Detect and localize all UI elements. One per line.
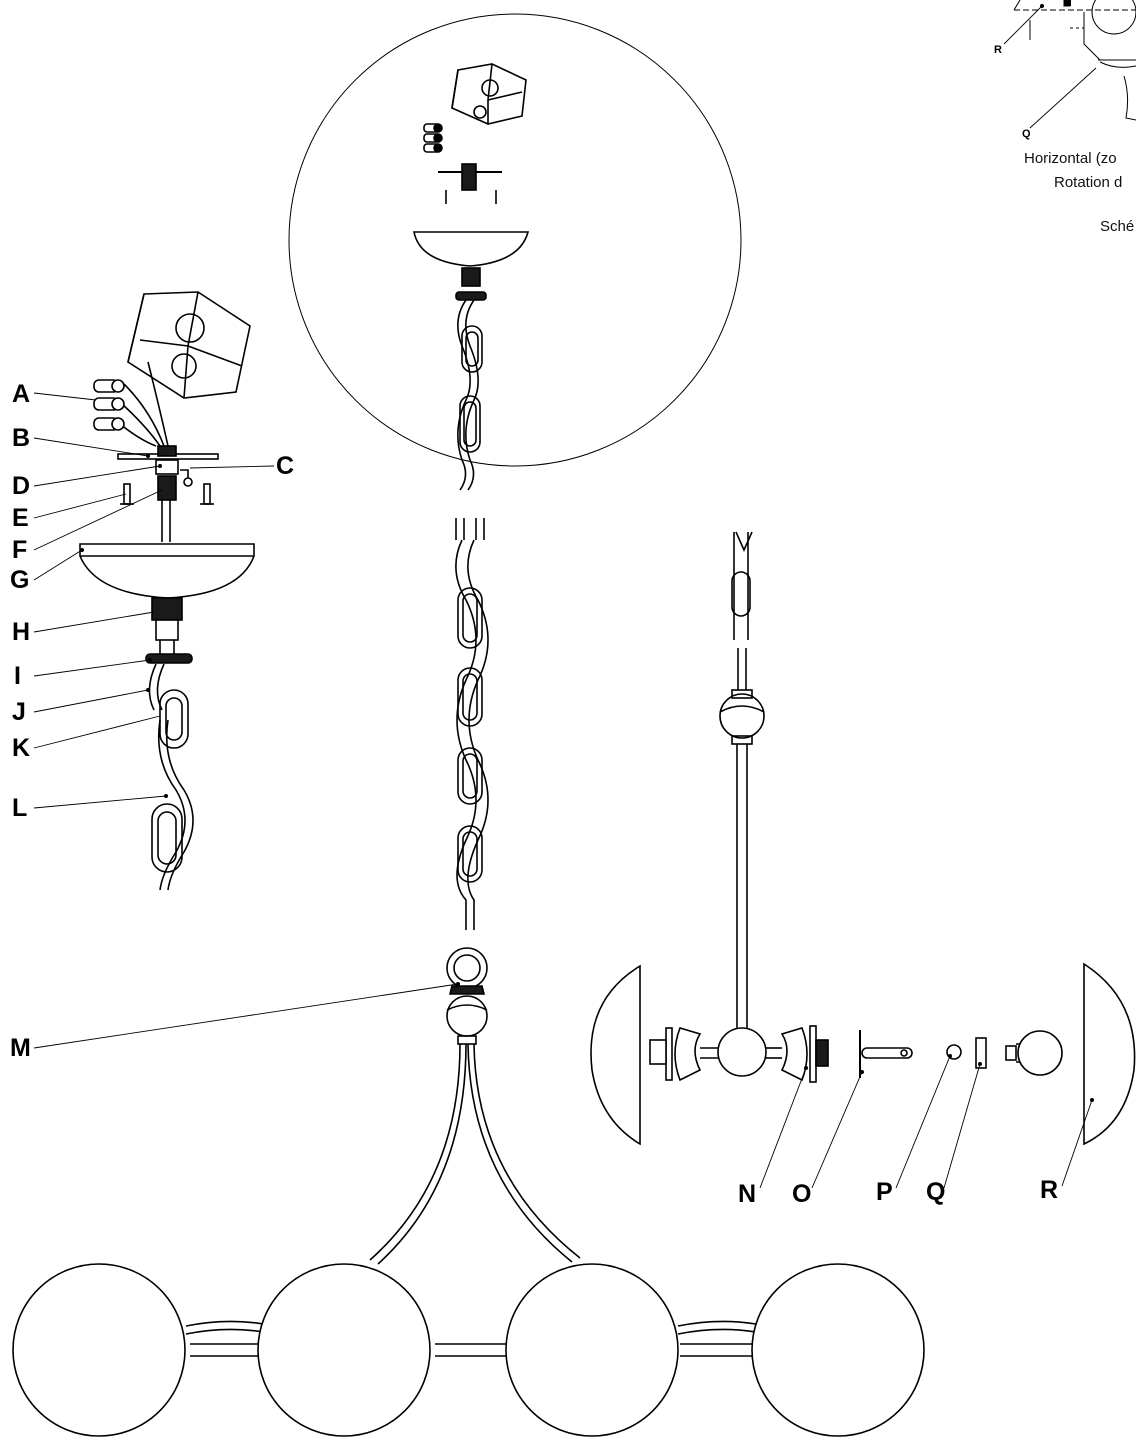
part-label-k: K — [12, 734, 31, 762]
part-label-q: Q — [926, 1178, 946, 1206]
left-screws — [120, 483, 214, 505]
part-label-j: J — [12, 698, 26, 726]
part-label-b: B — [12, 424, 31, 452]
leader-lines — [33, 5, 1097, 1189]
part-label-l: L — [12, 794, 28, 822]
inset-caption-line2: Rotation d — [1054, 174, 1123, 191]
detail-circle — [288, 13, 742, 467]
chandelier-frame — [12, 947, 925, 1437]
left-wire-nuts — [93, 379, 125, 431]
detail-wire-nuts — [423, 123, 443, 153]
part-label-r: R — [1040, 1176, 1059, 1204]
part-label-c: C — [276, 452, 295, 480]
part-label-h: H — [12, 618, 31, 646]
detail-junction-box — [451, 63, 527, 125]
part-label-g: G — [10, 566, 30, 594]
part-label-d: D — [12, 472, 31, 500]
inset-label-q: Q — [1022, 128, 1031, 140]
center-chain — [455, 518, 489, 930]
right-top-chain — [731, 531, 753, 640]
inset-diagram — [1013, 0, 1136, 121]
part-label-e: E — [12, 504, 29, 532]
inset-label-r: R — [994, 44, 1002, 56]
detail-chain — [457, 299, 483, 491]
part-label-f: F — [12, 536, 28, 564]
part-label-m: M — [10, 1034, 31, 1062]
inset-caption-line1: Horizontal (zo — [1024, 150, 1117, 167]
left-junction-box — [127, 291, 251, 399]
part-label-i: I — [14, 662, 21, 690]
part-label-n: N — [738, 1180, 757, 1208]
part-label-p: P — [876, 1178, 893, 1206]
inset-caption-line3: Sché — [1100, 218, 1135, 235]
part-label-o: O — [792, 1180, 812, 1208]
part-label-a: A — [12, 380, 31, 408]
